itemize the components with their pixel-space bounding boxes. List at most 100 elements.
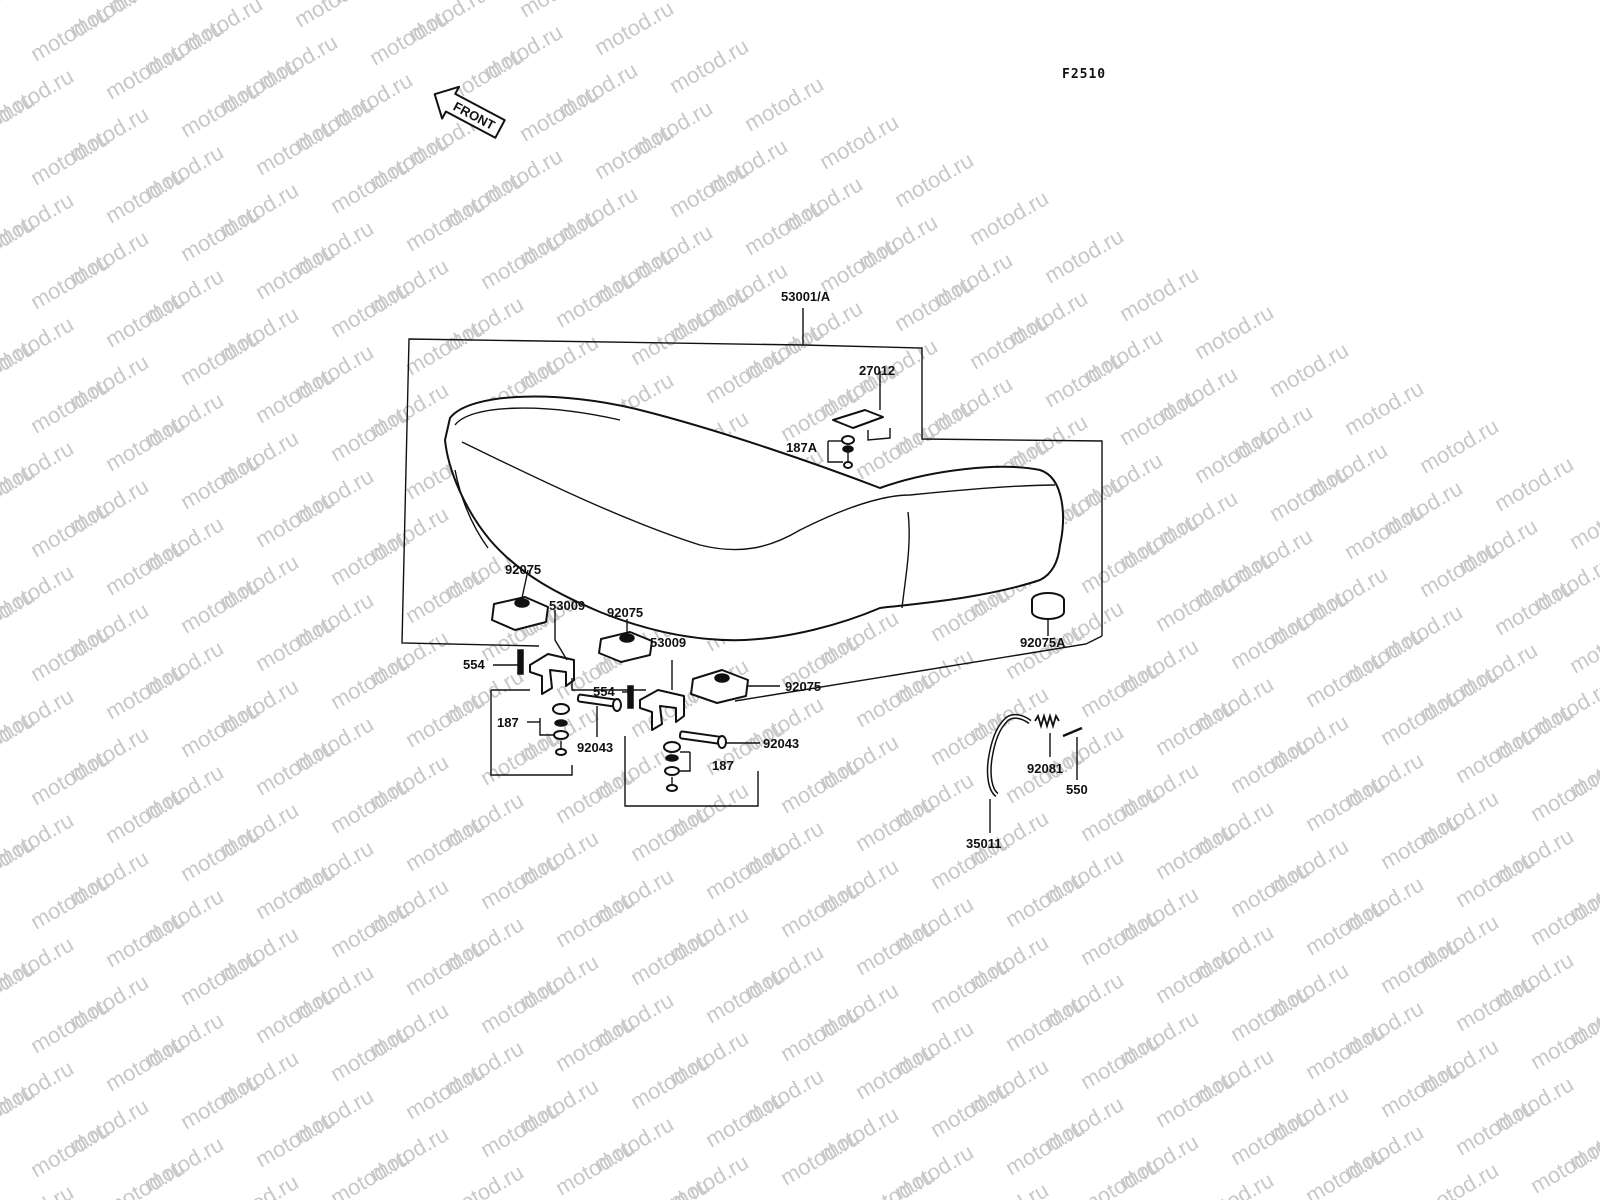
watermark-text: motod.ru [701,343,789,408]
watermark-text: motod.ru [326,897,414,962]
watermark-text: motod.ru [515,81,603,146]
watermark-text: motod.ru [965,1177,1053,1200]
watermark-text: motod.ru [965,185,1053,250]
damper-middle-part [598,631,653,663]
watermark-text: motod.ru [551,887,639,952]
watermark-text: motod.ru [1340,499,1428,564]
watermark-text: motod.ru [26,745,114,810]
assembly-bracket-lines [401,308,1103,702]
watermark-text: motod.ru [1226,981,1314,1046]
watermark-text: motod.ru [1376,933,1464,998]
watermark-text: motod.ru [476,973,564,1038]
watermark-text: motod.ru [851,791,939,856]
watermark-text: motod.ru [440,1159,528,1200]
watermark-text: motod.ru [251,487,339,552]
watermark-text: motod.ru [1115,261,1203,326]
watermark-text: motod.ru [890,271,978,336]
watermark-text: motod.ru [551,1011,639,1076]
watermark-text: motod.ru [401,935,489,1000]
watermark-text: motod.ru [1226,857,1314,922]
damper-left-part [491,596,549,631]
watermark-text: motod.ru [1265,337,1353,402]
watermark-text: motod.ru [326,277,414,342]
label-damper-left: 92075 [505,562,541,577]
watermark-text: motod.ru [1076,781,1164,846]
watermark-text: motod.ru [176,697,264,762]
watermark-text: motod.ru [176,821,264,886]
watermark-text: motod.ru [326,525,414,590]
label-hook: 35011 [966,836,1001,851]
watermark-text: motod.ru [1415,1157,1503,1200]
watermark-text: motod.ru [815,109,903,174]
watermark-text: motod.ru [1526,885,1600,950]
watermark-text: motod.ru [1076,533,1164,598]
watermark-text: motod.ru [1451,723,1539,788]
watermark-text: motod.ru [326,649,414,714]
watermark-text: motod.ru [701,1087,789,1152]
watermark-text: motod.ru [176,201,264,266]
watermark-text: motod.ru [326,401,414,466]
label-damper-middle: 92075 [607,605,643,620]
watermark-text: motod.ru [176,325,264,390]
watermark-text: motod.ru [26,249,114,314]
watermark-text: motod.ru [26,621,114,686]
watermark-text: motod.ru [926,705,1014,770]
watermark-text: motod.ru [1526,761,1600,826]
watermark-text: motod.ru [26,1117,114,1182]
watermark-text: motod.ru [851,1163,939,1200]
seat-illustration [444,395,1065,642]
watermark-text: motod.ru [251,611,339,676]
watermark-text: motod.ru [1040,223,1128,288]
watermark-text: motod.ru [1451,971,1539,1036]
watermark-text: motod.ru [101,287,189,352]
watermark-text: motod.ru [401,1059,489,1124]
watermark-text: motod.ru [401,191,489,256]
pin-right-part [627,685,634,709]
watermark-text: motod.ru [176,945,264,1010]
watermark-text: motod.ru [176,573,264,638]
watermark-text: motod.ru [1376,809,1464,874]
watermark-text: motod.ru [251,1107,339,1172]
bolts-right-part [663,741,681,792]
watermark-text: motod.ru [1301,895,1389,960]
watermark-text: motod.ru [1115,385,1203,450]
watermark-text: motod.ru [1151,1067,1239,1132]
watermark-text: motod.ru [1226,733,1314,798]
watermark-text: motod.ru [326,1145,414,1200]
watermark-text: motod.ru [101,659,189,724]
watermark-text: motod.ru [251,115,339,180]
watermark-text: motod.ru [101,411,189,476]
watermark-text: motod.ru [665,157,753,222]
watermark-text: motod.ru [1301,771,1389,836]
watermark-text: motod.ru [326,153,414,218]
watermark-text: motod.ru [890,147,978,212]
label-bolts-right: 187 [712,758,734,773]
watermark-text: motod.ru [551,1135,639,1200]
watermark-text: motod.ru [1076,1153,1164,1200]
watermark-text: motod.ru [176,77,264,142]
hook-part [986,713,1032,798]
watermark-text: motod.ru [776,753,864,818]
label-collar-left: 92043 [577,740,613,755]
watermark-text: motod.ru [1226,609,1314,674]
watermark-text: motod.ru [740,71,828,136]
watermark-text: motod.ru [251,859,339,924]
watermark-text: motod.ru [101,1031,189,1096]
watermark-text: motod.ru [1076,1029,1164,1094]
watermark-text: motod.ru [776,877,864,942]
watermark-text: motod.ru [26,993,114,1058]
watermark-text: motod.ru [251,239,339,304]
watermark-text: motod.ru [26,125,114,190]
watermark-text: motod.ru [1151,943,1239,1008]
watermark-text: motod.ru [851,1039,939,1104]
watermark-text: motod.ru [1340,375,1428,440]
watermark-text: motod.ru [251,363,339,428]
watermark-text: motod.ru [590,0,678,60]
top-bracket-part [832,409,891,469]
watermark-text: motod.ru [26,497,114,562]
watermark-text: motod.ru [665,33,753,98]
watermark-text: motod.ru [26,869,114,934]
watermark-text: motod.ru [101,163,189,228]
spring-part [1034,712,1060,730]
label-bolts-left: 187 [497,715,519,730]
